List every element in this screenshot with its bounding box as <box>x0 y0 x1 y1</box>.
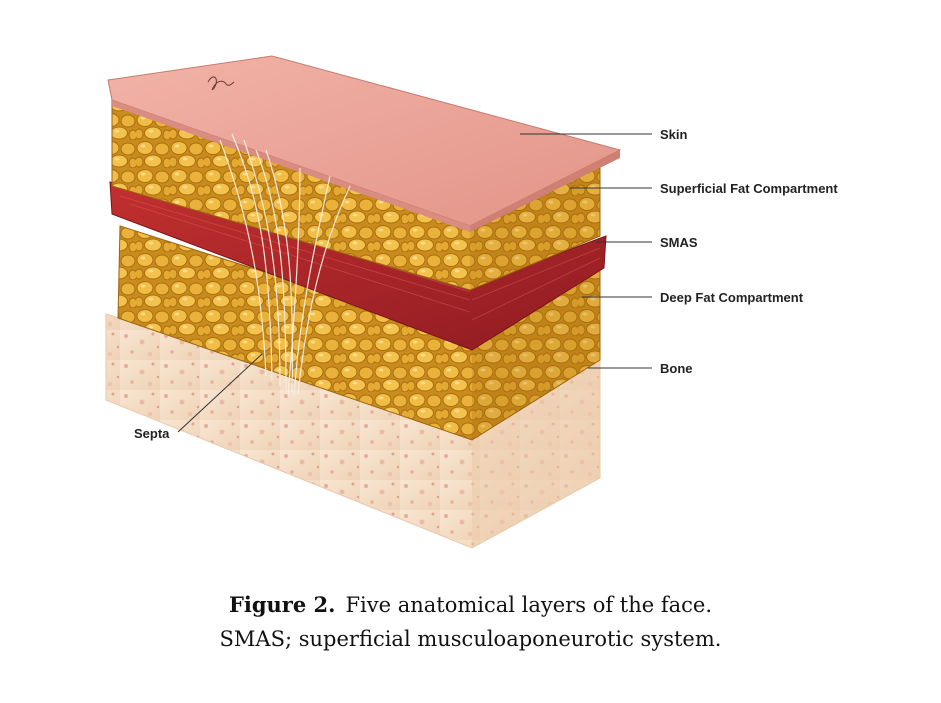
septa-fibers <box>219 133 351 397</box>
artist-signature <box>207 76 235 91</box>
leader-lines <box>177 133 652 433</box>
label-deep-fat: Deep Fat Compartment <box>660 290 804 305</box>
label-skin: Skin <box>660 127 688 142</box>
figure-caption: Figure 2. Five anatomical layers of the f… <box>0 588 941 656</box>
facial-layers-illustration <box>105 55 652 549</box>
caption-line-1: Figure 2. Five anatomical layers of the f… <box>0 588 941 622</box>
caption-line-2: SMAS; superficial musculoaponeurotic sys… <box>219 627 722 651</box>
label-bone: Bone <box>660 361 693 376</box>
skin-layer <box>107 55 622 232</box>
label-superficial-fat: Superficial Fat Compartment <box>660 181 838 196</box>
caption-title: Five anatomical layers of the face. <box>345 593 713 617</box>
label-septa: Septa <box>134 426 170 441</box>
label-smas: SMAS <box>660 235 698 250</box>
figure-number: Figure 2. <box>228 592 336 617</box>
